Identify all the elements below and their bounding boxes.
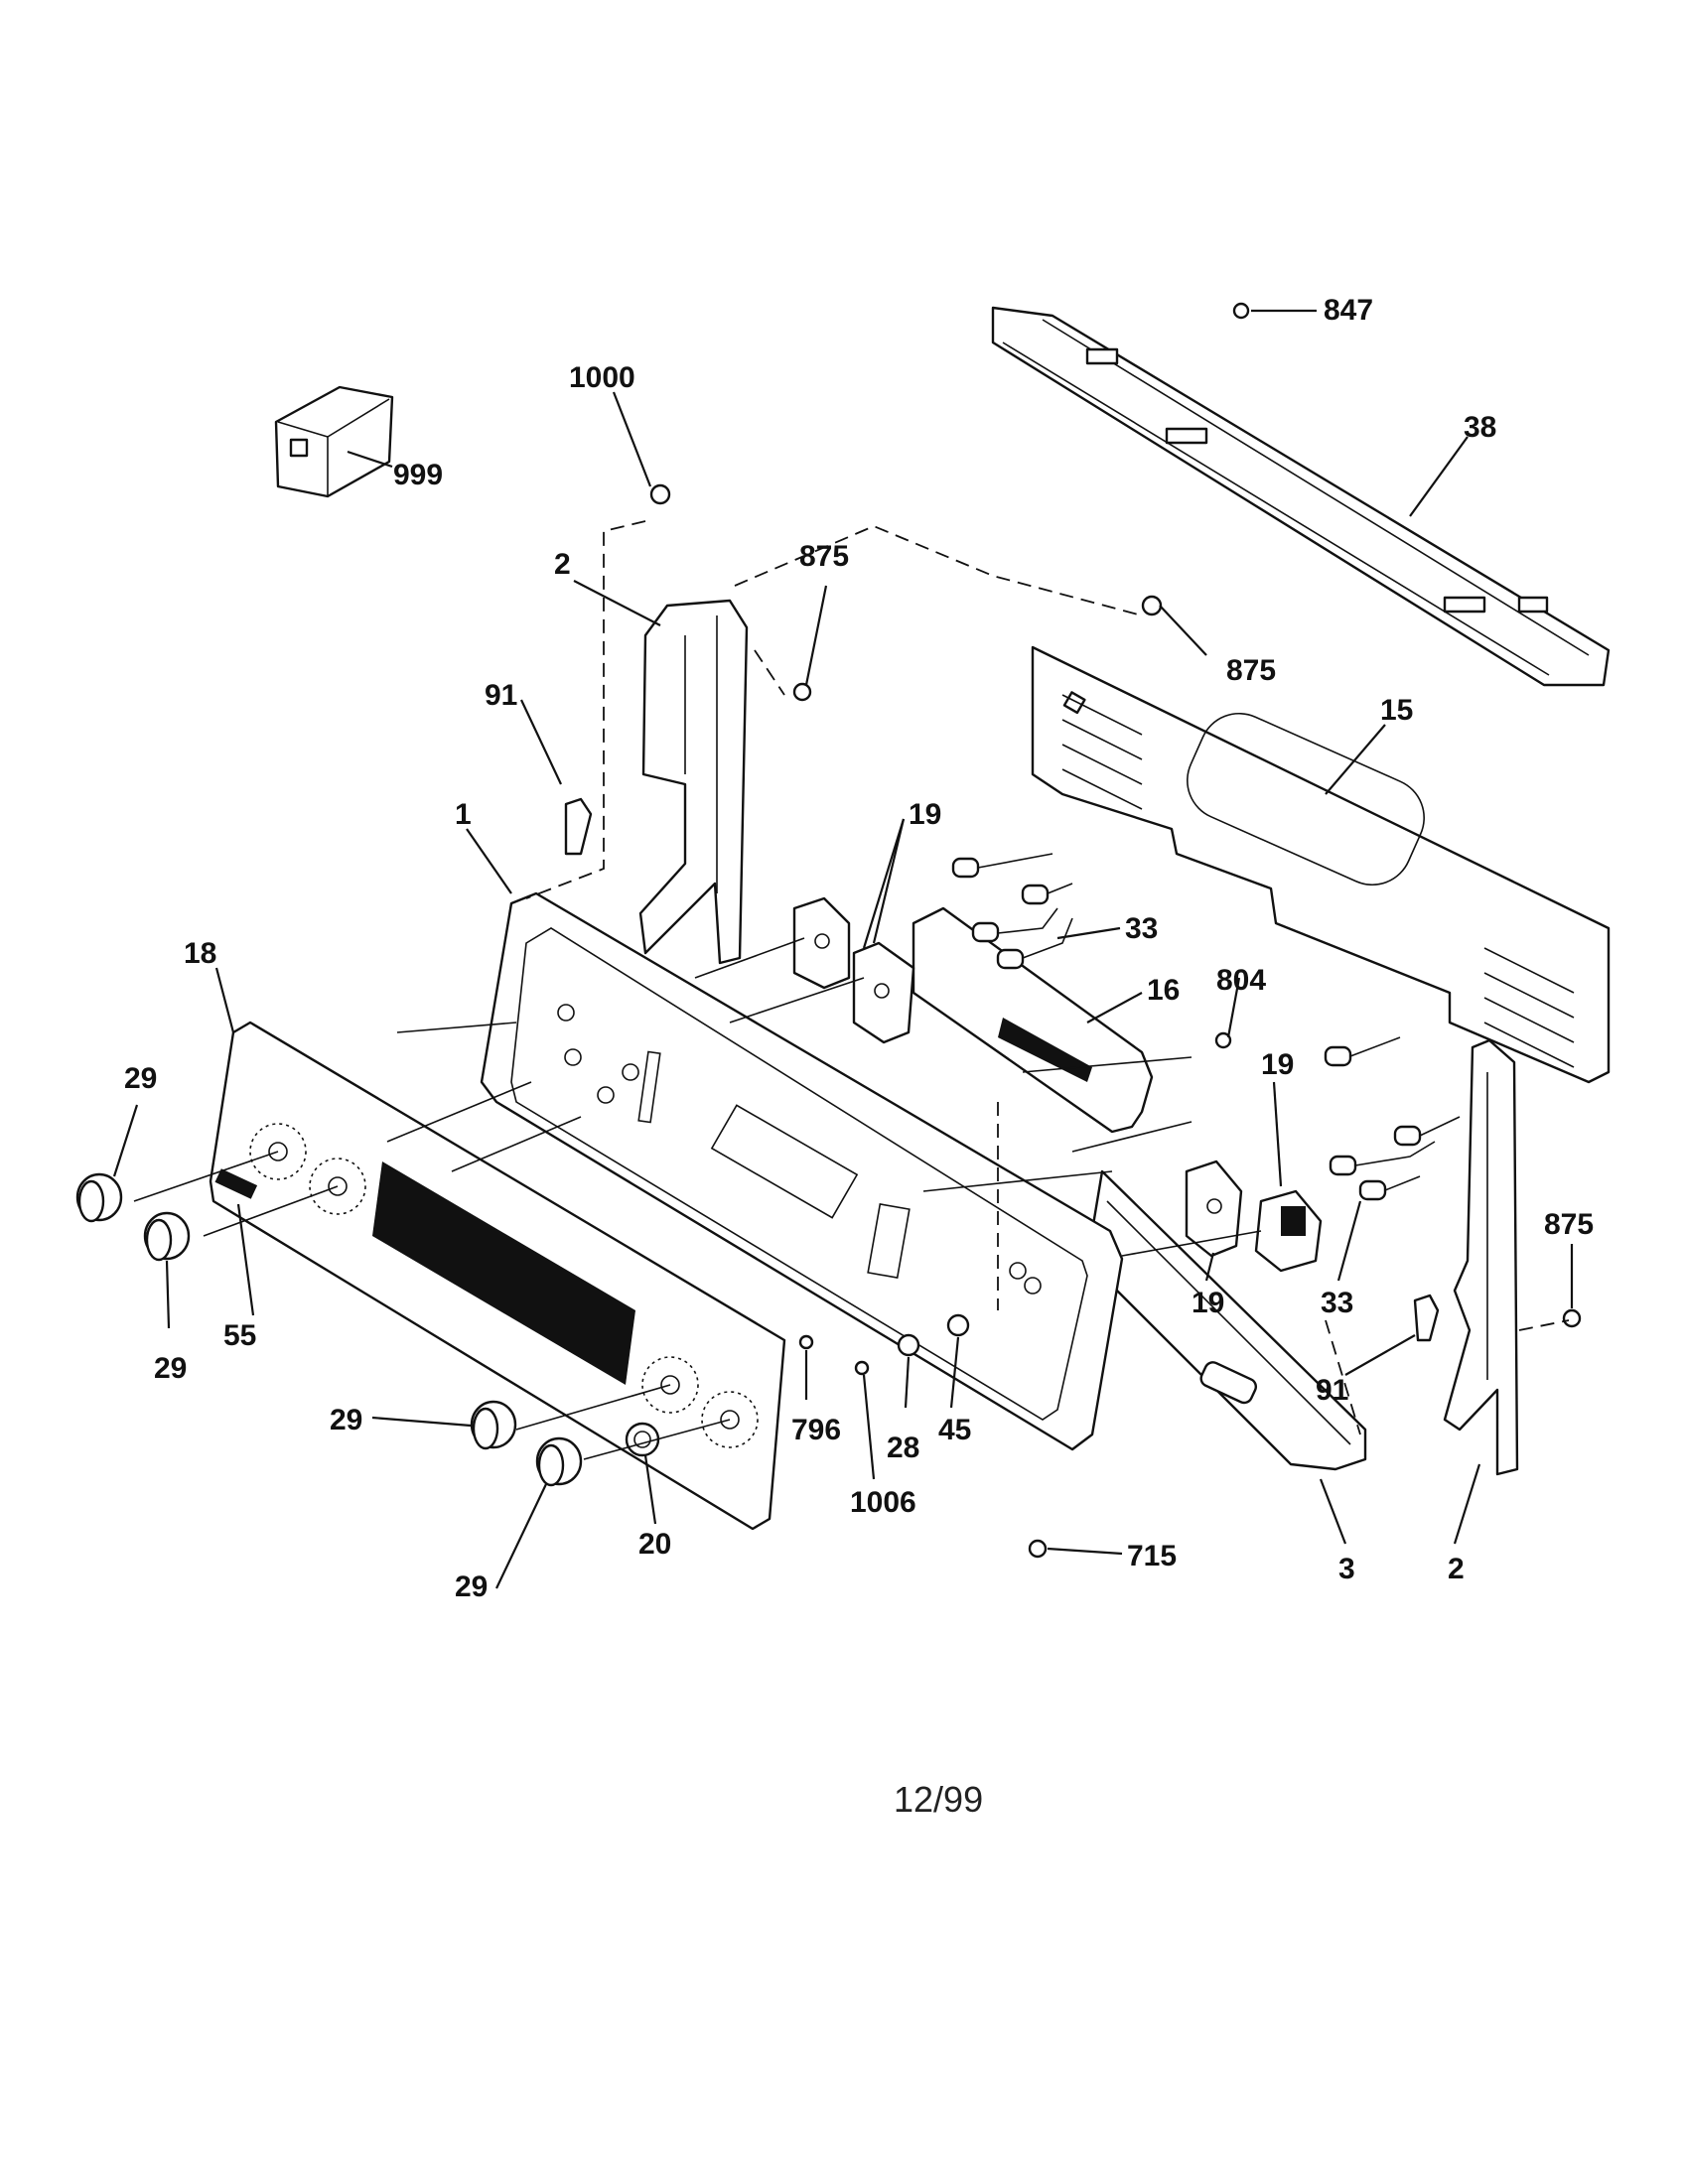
revision-date: 12/99 (894, 1779, 983, 1820)
callout-875-rear: 875 (1226, 654, 1276, 687)
callout-labels: 847 38 1000 999 2 875 875 15 91 1 19 33 … (124, 294, 1594, 1603)
callout-1000: 1000 (569, 361, 635, 394)
part-999-box (274, 385, 394, 498)
callout-55: 55 (223, 1319, 256, 1352)
callout-91-left: 91 (485, 679, 517, 712)
callout-33-top: 33 (1125, 912, 1158, 945)
part-15-rear-panel (1031, 645, 1611, 1084)
callout-33-bottom: 33 (1321, 1287, 1353, 1319)
part-33-lamp-sockets-lower (1324, 1036, 1461, 1201)
part-16-electronic-control (912, 906, 1154, 1134)
part-33-lamp-sockets-upper (951, 853, 1073, 970)
callout-29-d: 29 (455, 1570, 488, 1603)
part-19-switch-b (852, 941, 915, 1044)
callout-2-left: 2 (554, 548, 571, 581)
callout-999: 999 (393, 459, 443, 491)
callout-19-right: 19 (1261, 1048, 1294, 1081)
callout-1: 1 (455, 798, 472, 831)
callout-45: 45 (938, 1414, 971, 1446)
callout-3: 3 (1338, 1553, 1355, 1585)
part-19-switch-c (1185, 1160, 1243, 1258)
callout-15: 15 (1380, 694, 1413, 727)
part-1-control-panel-frame (480, 891, 1124, 1451)
part-2-right-bracket (1443, 1038, 1519, 1476)
callout-19-bottom: 19 (1192, 1287, 1224, 1319)
callout-804: 804 (1216, 964, 1266, 997)
callout-28: 28 (887, 1432, 919, 1464)
callout-847: 847 (1324, 294, 1373, 327)
callout-715: 715 (1127, 1540, 1177, 1572)
callout-2-right: 2 (1448, 1553, 1465, 1585)
callout-875-right: 875 (1544, 1208, 1594, 1241)
callout-38: 38 (1464, 411, 1496, 444)
small-hardware (564, 302, 1582, 1559)
callout-29-a: 29 (124, 1062, 157, 1095)
leader-lines (112, 309, 1574, 1589)
part-19-switch-d (1254, 1189, 1323, 1273)
assembly-dashed-lines (133, 520, 1570, 1460)
callout-29-b: 29 (154, 1352, 187, 1385)
callout-875-top: 875 (799, 540, 849, 573)
callout-20: 20 (638, 1528, 671, 1561)
part-29-knobs (75, 1172, 583, 1487)
part-2-left-bracket (638, 599, 749, 965)
callout-16: 16 (1147, 974, 1180, 1007)
part-38-top-bracket (991, 306, 1611, 687)
callout-19-top: 19 (909, 798, 941, 831)
callout-29-c: 29 (330, 1404, 362, 1436)
part-19-switch-a (792, 896, 851, 990)
part-20-ring-knob (625, 1422, 660, 1457)
part-18-control-panel-front (209, 1021, 786, 1531)
callout-18: 18 (184, 937, 216, 970)
callout-91-right: 91 (1316, 1374, 1348, 1407)
callout-1006: 1006 (850, 1486, 916, 1519)
callout-796: 796 (791, 1414, 841, 1446)
